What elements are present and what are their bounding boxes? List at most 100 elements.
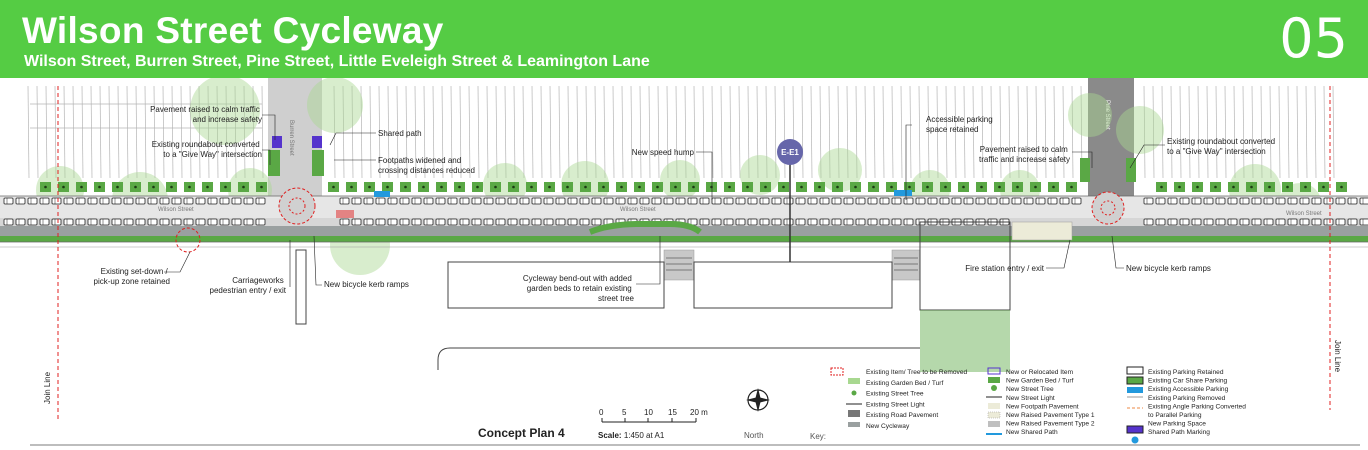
- parked-car: [711, 218, 722, 226]
- parked-car: [519, 218, 530, 226]
- parked-car: [1359, 218, 1368, 226]
- parked-car: [87, 218, 98, 226]
- parked-car: [147, 197, 158, 205]
- parked-car: [1023, 197, 1034, 205]
- parked-car: [135, 218, 146, 226]
- parked-car: [639, 197, 650, 205]
- buildings-south: [295, 221, 1011, 325]
- svg-text:20 m: 20 m: [690, 408, 708, 417]
- parked-car: [1287, 197, 1298, 205]
- parked-car: [39, 197, 50, 205]
- parked-car: [255, 197, 266, 205]
- legend-item: New Garden Bed / Turf: [1006, 378, 1074, 385]
- parked-car: [195, 218, 206, 226]
- legend-item: Existing Street Light: [866, 401, 925, 408]
- parked-car: [723, 197, 734, 205]
- parked-car: [843, 197, 854, 205]
- parked-car: [567, 197, 578, 205]
- parked-car: [735, 218, 746, 226]
- parked-car: [783, 218, 794, 226]
- parked-car: [699, 218, 710, 226]
- parked-car: [867, 218, 878, 226]
- parked-car: [111, 218, 122, 226]
- parked-car: [771, 218, 782, 226]
- parked-car: [15, 197, 26, 205]
- parked-car: [1251, 197, 1262, 205]
- parked-car: [1251, 218, 1262, 226]
- relocated-item-left: [272, 136, 282, 148]
- parked-car: [903, 218, 914, 226]
- parked-car: [1191, 218, 1202, 226]
- garden-beds-north: [40, 182, 1347, 192]
- svg-text:15: 15: [668, 408, 677, 417]
- parked-car: [1311, 218, 1322, 226]
- parked-car: [99, 218, 110, 226]
- parked-car: [1035, 197, 1046, 205]
- parked-car: [1059, 197, 1070, 205]
- parked-car: [1167, 218, 1178, 226]
- parked-car: [567, 218, 578, 226]
- parked-car: [363, 218, 374, 226]
- legend-item: Existing Item/ Tree to be Removed: [866, 369, 967, 376]
- legend-item: Existing Accessible Parking: [1148, 386, 1229, 393]
- legend-item: Shared Path Marking: [1148, 429, 1210, 436]
- accessible-parking-space: [894, 190, 912, 196]
- parked-car: [1203, 218, 1214, 226]
- parked-car: [591, 218, 602, 226]
- parked-car: [1287, 218, 1298, 226]
- scale-label: Scale: 1:450 at A1: [598, 431, 665, 440]
- page-subtitle: Wilson Street, Burren Street, Pine Stree…: [24, 53, 650, 70]
- parked-car: [411, 218, 422, 226]
- legend-item: New or Relocated Item: [1006, 369, 1074, 376]
- parked-car: [243, 218, 254, 226]
- parked-car: [159, 218, 170, 226]
- parked-car: [1143, 197, 1154, 205]
- parked-car: [51, 197, 62, 205]
- parked-car: [867, 197, 878, 205]
- parked-car: [975, 197, 986, 205]
- parked-car: [447, 218, 458, 226]
- legend-item: to Parallel Parking: [1148, 412, 1202, 419]
- raised-pavement-1: [663, 249, 695, 281]
- raised-pavement-2: [891, 249, 921, 281]
- parked-car: [879, 218, 890, 226]
- parked-car: [207, 197, 218, 205]
- legend-item: Existing Road Pavement: [866, 412, 938, 419]
- parked-car: [1215, 218, 1226, 226]
- legend-item: New Street Tree: [1006, 386, 1054, 393]
- parked-car: [375, 197, 386, 205]
- legend: Existing Item/ Tree to be RemovedExistin…: [830, 366, 1246, 444]
- parked-car: [399, 197, 410, 205]
- setdown-zone: [175, 227, 201, 253]
- parked-car: [123, 218, 134, 226]
- parked-car: [219, 197, 230, 205]
- section-marker: [777, 139, 803, 165]
- parked-car: [747, 197, 758, 205]
- parked-car: [663, 197, 674, 205]
- legend-item: New Cycleway: [866, 423, 910, 430]
- parked-car: [1155, 197, 1166, 205]
- parked-car: [447, 197, 458, 205]
- parked-car: [63, 218, 74, 226]
- parked-car: [1263, 197, 1274, 205]
- parked-car: [495, 197, 506, 205]
- parked-car: [891, 197, 902, 205]
- parked-car: [387, 197, 398, 205]
- cycleway: [0, 226, 1368, 236]
- parked-car: [255, 218, 266, 226]
- street-label-1: Wilson Street: [158, 207, 194, 213]
- parked-car: [1167, 197, 1178, 205]
- parked-car: [807, 197, 818, 205]
- parked-car: [819, 197, 830, 205]
- parked-car: [1179, 218, 1190, 226]
- parked-car: [231, 218, 242, 226]
- note-setdown: Existing set-down / pick-up zone retaine…: [94, 267, 171, 286]
- street-label-3: Wilson Street: [1286, 211, 1322, 217]
- parked-car: [339, 197, 350, 205]
- parked-car: [759, 218, 770, 226]
- parked-car: [1239, 197, 1250, 205]
- parked-car: [27, 197, 38, 205]
- parked-car: [63, 197, 74, 205]
- parked-car: [339, 218, 350, 226]
- parked-car: [723, 218, 734, 226]
